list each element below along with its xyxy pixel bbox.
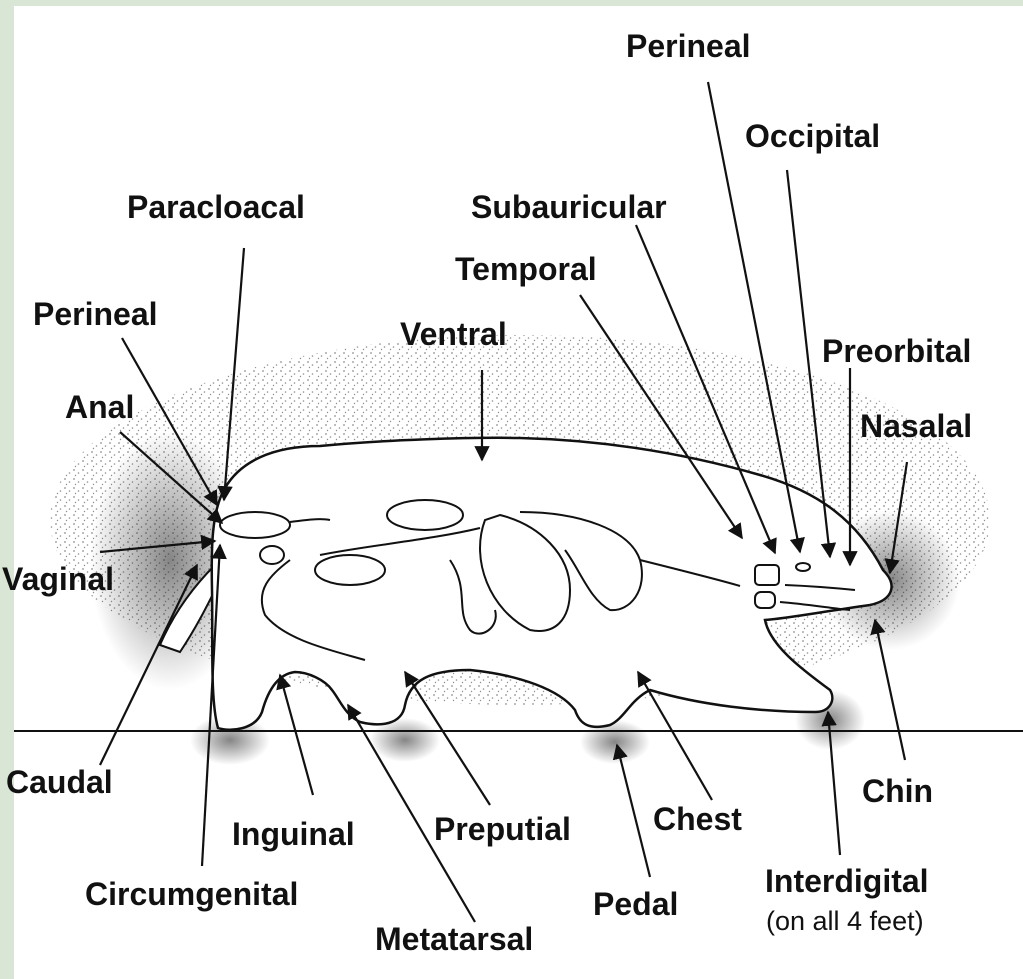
label-perineal-top: Perineal — [626, 28, 751, 64]
label-paracloacal: Paracloacal — [127, 189, 305, 225]
label-pedal: Pedal — [593, 886, 678, 922]
arrow-inguinal — [280, 675, 313, 795]
label-temporal: Temporal — [455, 251, 597, 287]
label-interdigital-note: (on all 4 feet) — [766, 906, 924, 936]
label-preorbital: Preorbital — [822, 333, 971, 369]
label-circumgenital: Circumgenital — [85, 876, 298, 912]
label-interdigital: Interdigital — [765, 863, 929, 899]
label-anal: Anal — [65, 389, 134, 425]
label-caudal: Caudal — [6, 764, 113, 800]
label-perineal-left: Perineal — [33, 296, 158, 332]
label-inguinal: Inguinal — [232, 816, 355, 852]
label-ventral: Ventral — [400, 316, 507, 352]
label-chin: Chin — [862, 773, 933, 809]
label-occipital: Occipital — [745, 118, 880, 154]
label-vaginal: Vaginal — [2, 561, 114, 597]
label-subauricular: Subauricular — [471, 189, 667, 225]
label-preputial: Preputial — [434, 811, 571, 847]
label-nasalal: Nasalal — [860, 408, 972, 444]
arrow-pedal — [617, 745, 650, 877]
label-chest: Chest — [653, 801, 742, 837]
label-metatarsal: Metatarsal — [375, 921, 533, 957]
